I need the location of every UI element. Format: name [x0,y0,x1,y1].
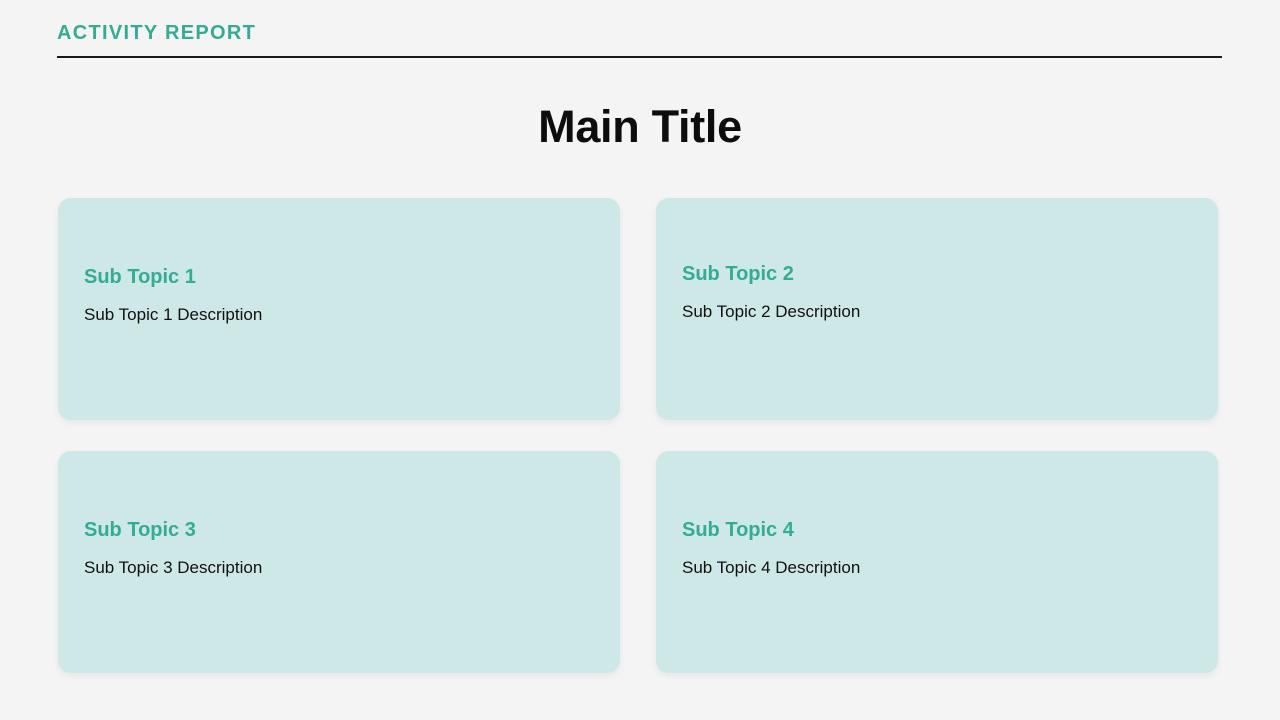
slide-header: ACTIVITY REPORT [57,22,1222,58]
subtopic-card-2-description: Sub Topic 2 Description [682,302,861,321]
subtopic-card-2-heading: Sub Topic 2 [682,263,794,285]
subtopic-card-4-content: Sub Topic 4 Sub Topic 4 Description [682,518,1192,578]
subtopic-card-1-description: Sub Topic 1 Description [84,305,263,324]
subtopic-card-grid: Sub Topic 1 Sub Topic 1 Description Sub … [58,198,1218,673]
subtopic-card-3-heading: Sub Topic 3 [84,519,196,541]
subtopic-card-3-content: Sub Topic 3 Sub Topic 3 Description [84,518,594,578]
subtopic-card-4-description: Sub Topic 4 Description [682,558,861,577]
header-divider [57,56,1222,58]
report-eyebrow-label: ACTIVITY REPORT [57,22,257,44]
subtopic-card-1-heading: Sub Topic 1 [84,266,196,288]
subtopic-card-1-content: Sub Topic 1 Sub Topic 1 Description [84,265,594,325]
subtopic-card-2-content: Sub Topic 2 Sub Topic 2 Description [682,262,1192,322]
subtopic-card-4[interactable]: Sub Topic 4 Sub Topic 4 Description [656,451,1218,673]
page-title: Main Title [538,101,742,152]
subtopic-card-1[interactable]: Sub Topic 1 Sub Topic 1 Description [58,198,620,420]
subtopic-card-2[interactable]: Sub Topic 2 Sub Topic 2 Description [656,198,1218,420]
subtopic-card-4-heading: Sub Topic 4 [682,519,794,541]
subtopic-card-3-description: Sub Topic 3 Description [84,558,263,577]
subtopic-card-3[interactable]: Sub Topic 3 Sub Topic 3 Description [58,451,620,673]
